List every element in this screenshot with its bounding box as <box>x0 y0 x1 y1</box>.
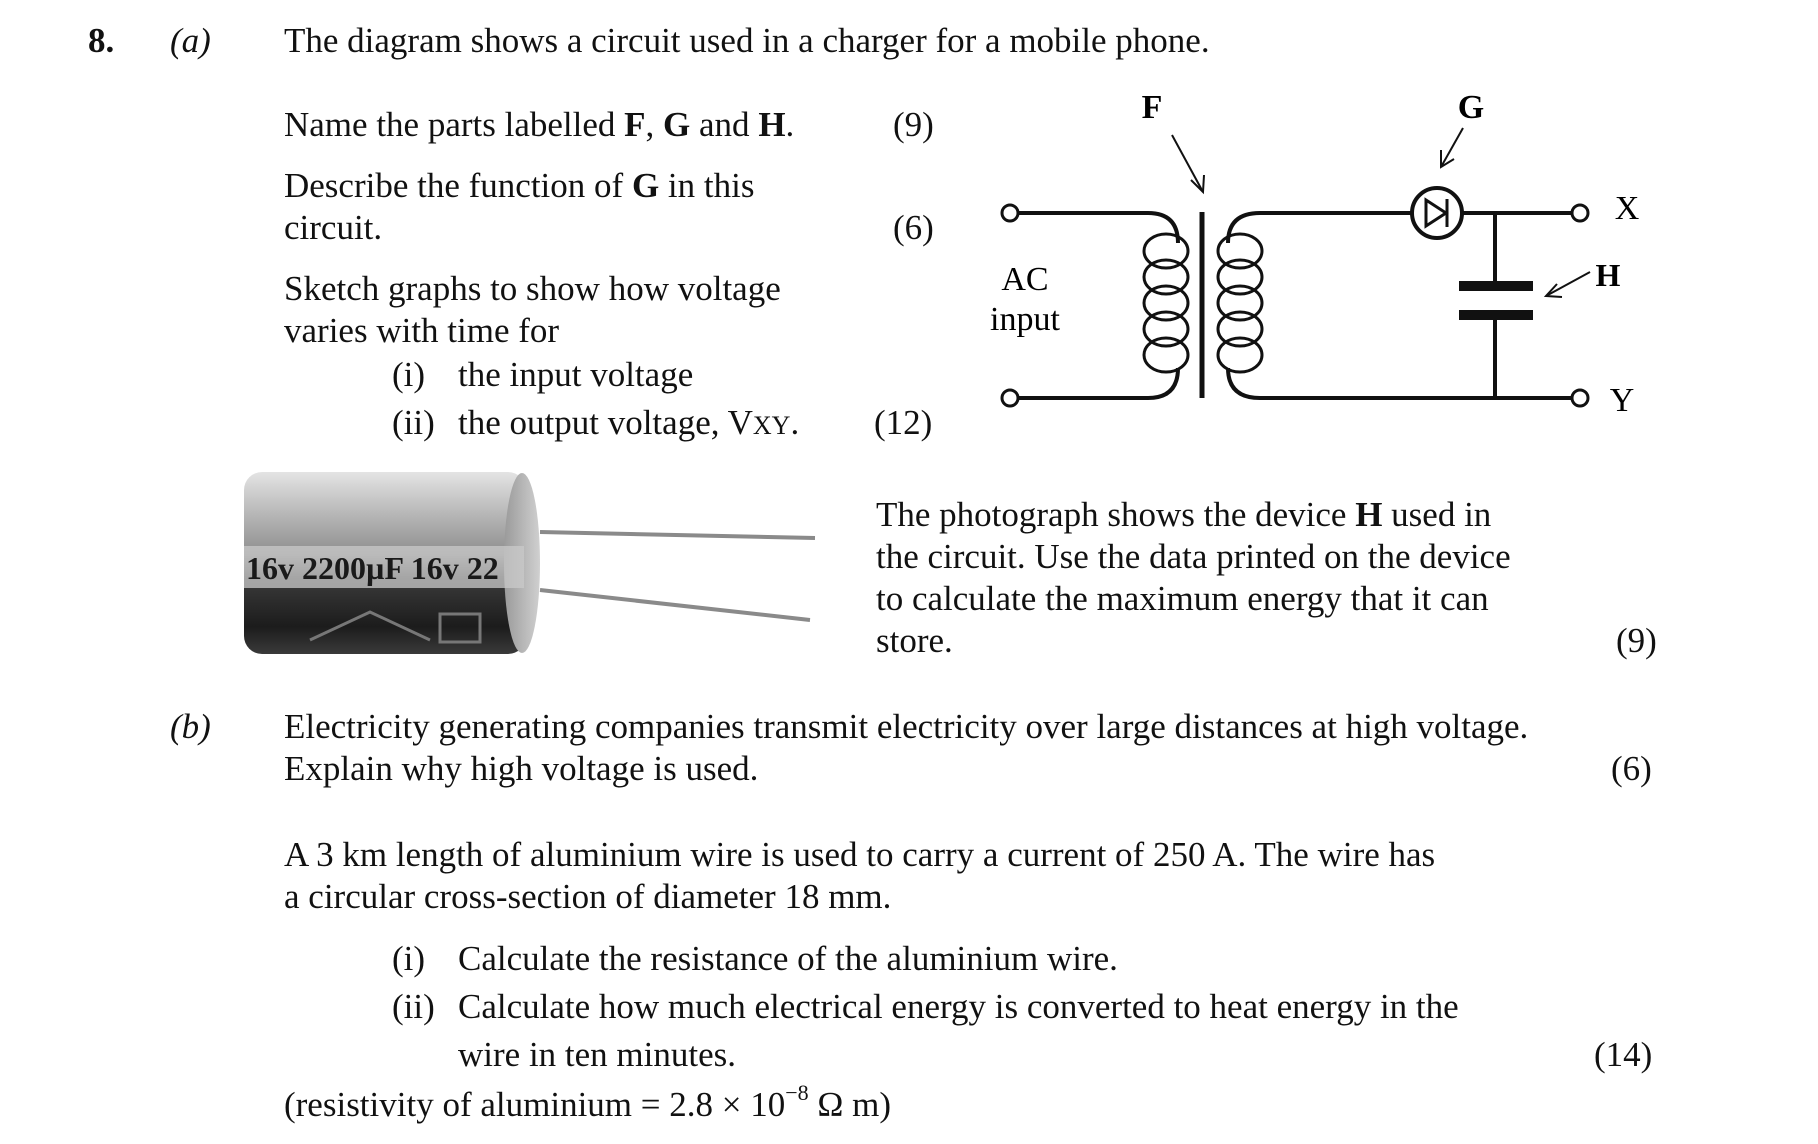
part-b-i-num: (i) <box>392 939 426 978</box>
task1-marks: (9) <box>893 105 934 144</box>
ac-label: AC <box>1001 261 1048 298</box>
label-x: X <box>1615 190 1640 227</box>
task3-i-text: the input voltage <box>458 355 694 394</box>
capacitor-polarity-mark <box>309 610 431 642</box>
label-f: F <box>1142 89 1163 126</box>
capacitor-printed-text: 16v 2200µF 16v 22 <box>246 550 499 586</box>
part-b-ii-text2: wire in ten minutes. <box>458 1035 737 1074</box>
part-b-para1: A 3 km length of aluminium wire is used … <box>284 835 1436 874</box>
photo-text-line2: the circuit. Use the data printed on the… <box>876 537 1511 576</box>
part-a-intro: The diagram shows a circuit used in a ch… <box>284 21 1210 60</box>
resistivity-note: (resistivity of aluminium = 2.8 × 10−8 Ω… <box>284 1080 892 1124</box>
label-g: G <box>1458 89 1484 126</box>
secondary-circuit <box>1226 203 1590 408</box>
capacitor-label-band <box>244 546 524 588</box>
capacitor-h <box>1459 213 1533 398</box>
photo-text-line3: to calculate the maximum energy that it … <box>876 579 1489 618</box>
arrow-g <box>1440 127 1464 169</box>
capacitor-photo: 16v 2200µF 16v 22 <box>244 472 816 654</box>
part-b-line2: Explain why high voltage is used. <box>284 749 759 788</box>
task2-line2: circuit. <box>284 208 383 247</box>
label-y: Y <box>1610 382 1635 419</box>
task3-line1: Sketch graphs to show how voltage <box>284 269 781 308</box>
charger-circuit-diagram: F G H X Y AC input <box>990 89 1640 419</box>
part-b-i-text: Calculate the resistance of the aluminiu… <box>458 939 1118 978</box>
part-b-marks2: (14) <box>1594 1035 1653 1074</box>
part-b-ii-num: (ii) <box>392 987 435 1026</box>
photo-text-marks: (9) <box>1616 621 1657 660</box>
task1-text: Name the parts labelled F, G and H. <box>284 105 795 144</box>
photo-text-line1: The photograph shows the device H used i… <box>876 495 1492 534</box>
capacitor-lead-bottom <box>539 588 811 622</box>
part-b-ii-text1: Calculate how much electrical energy is … <box>458 987 1459 1026</box>
task2-marks: (6) <box>893 208 934 247</box>
task3-ii-num: (ii) <box>392 403 435 442</box>
part-b-marks1: (6) <box>1611 749 1652 788</box>
part-b-line1: Electricity generating companies transmi… <box>284 707 1529 746</box>
primary-coil <box>1142 232 1190 374</box>
task3-ii-text: the output voltage, VXY. <box>458 403 800 442</box>
arrow-h <box>1543 271 1591 298</box>
arrow-f <box>1171 134 1205 195</box>
task3-line2: varies with time for <box>284 311 560 350</box>
part-b-para2: a circular cross-section of diameter 18 … <box>284 877 892 916</box>
label-h: H <box>1596 257 1621 293</box>
question-number: 8. <box>88 21 115 60</box>
task3-i-num: (i) <box>392 355 426 394</box>
input-label: input <box>990 301 1060 338</box>
task2-line1: Describe the function of G in this <box>284 166 755 205</box>
part-a-label: (a) <box>170 21 211 60</box>
part-b-label: (b) <box>170 707 211 746</box>
task3-marks: (12) <box>874 403 933 442</box>
capacitor-lead-top <box>539 530 816 540</box>
secondary-coil <box>1216 232 1264 374</box>
diode-g <box>1410 186 1464 240</box>
photo-text-line4: store. <box>876 621 953 660</box>
